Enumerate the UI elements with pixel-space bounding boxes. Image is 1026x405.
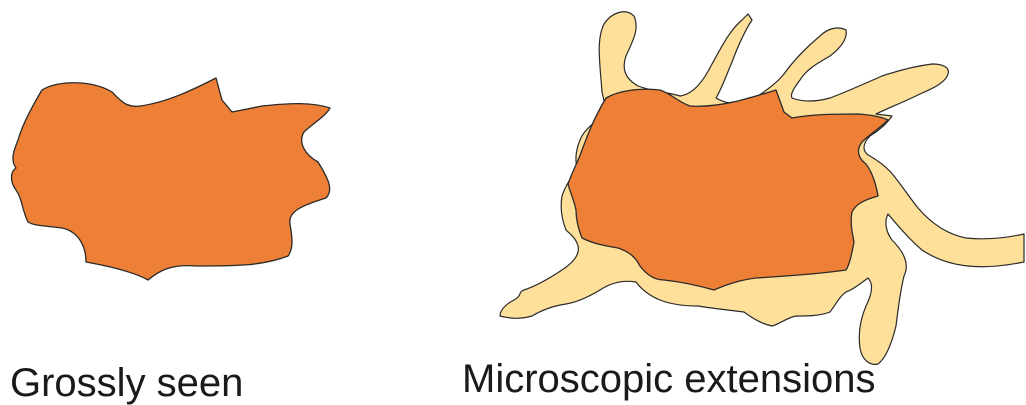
caption-microscopic-extensions: Microscopic extensions (462, 359, 876, 399)
caption-grossly-seen: Grossly seen (10, 363, 243, 403)
gross-lesion-shape (12, 78, 331, 280)
microscopic-lesion-figure (500, 12, 1024, 365)
gross-lesion-figure (12, 78, 331, 280)
